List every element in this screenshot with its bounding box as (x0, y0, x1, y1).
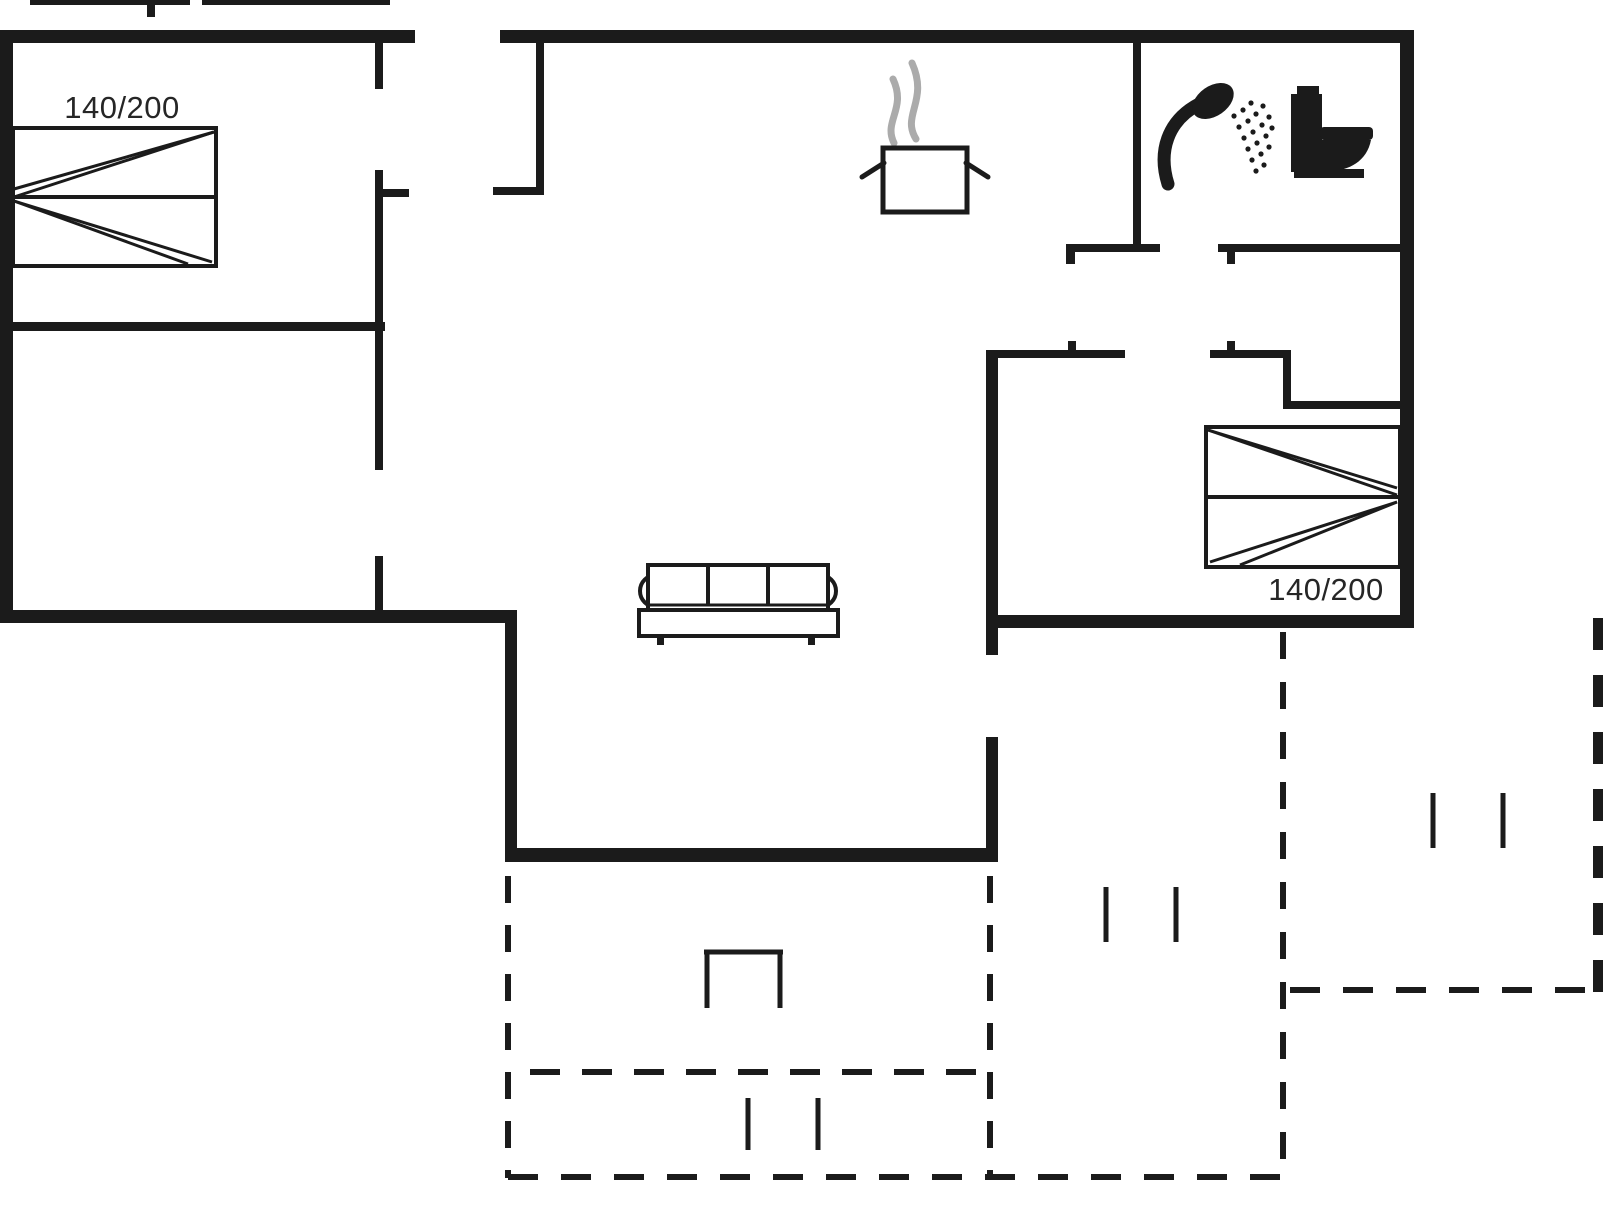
shower-spray-dots (1269, 125, 1275, 131)
bed-left-fold-3 (13, 199, 213, 264)
wall-bedroom2-step-v (1283, 350, 1291, 408)
wall-bath-bottom-a (1066, 244, 1160, 252)
wall-vestibule (536, 43, 544, 195)
shower-spray-dots (1258, 151, 1264, 157)
wall-top-right (500, 30, 1414, 43)
shower-spray-dots (1248, 100, 1254, 106)
pot-handle-right (963, 160, 991, 180)
pot-handle-left (859, 160, 887, 180)
shower-spray-dots (1245, 118, 1251, 124)
shower-spray-dots (1254, 140, 1260, 146)
wall-living-left (505, 610, 517, 862)
toilet-tank-cap (1297, 86, 1319, 96)
sofa-seat-front (637, 608, 840, 638)
top-edge-mark-right (202, 0, 390, 5)
shower-spray-dots (1231, 113, 1237, 119)
toilet-tank (1291, 94, 1322, 172)
top-edge-tick (147, 0, 155, 17)
shower-spray-dots (1250, 129, 1256, 135)
wall-bedroom1-stub (383, 189, 409, 197)
shower-head-icon (1192, 82, 1234, 120)
bed-right-fold-2 (1207, 428, 1398, 497)
shower-spray-dots (1261, 162, 1267, 168)
wall-bath-bottom-a-tick (1066, 244, 1075, 264)
shower-spray-dots (1266, 114, 1272, 120)
shower-spray-dots (1240, 107, 1246, 113)
shower-spray-dots (1253, 111, 1259, 117)
bed-right-fold-4 (1239, 500, 1398, 567)
shower-spray-dots (1259, 122, 1265, 128)
shower-spray-dots (1241, 135, 1247, 141)
bed-left-fold-2 (13, 130, 215, 199)
bed-size-label-right: 140/200 (1268, 572, 1384, 607)
wall-hall-bottom-a-tick (1068, 341, 1076, 351)
bed-size-label-left: 140/200 (64, 90, 180, 125)
wall-bedroom2-step-h (1283, 401, 1414, 409)
wall-left (0, 30, 13, 623)
bed-right-fold-3 (1209, 500, 1398, 564)
shower-spray-dots (1263, 133, 1269, 139)
wall-hall-bottom-a (986, 350, 1125, 358)
wall-bottom-left (0, 610, 517, 623)
wall-right (1400, 30, 1414, 628)
top-edge-mark-left (30, 0, 190, 5)
wall-vestibule-stub (493, 187, 540, 195)
wall-bedroom1-right-b (375, 170, 383, 470)
wall-bottom-right (986, 615, 1414, 628)
wall-bedroom1-right-c (375, 556, 383, 614)
wall-bath-bottom-b-tick (1227, 248, 1235, 264)
sofa-foot-right (808, 636, 815, 645)
shower-spray-dots (1236, 124, 1242, 130)
bed-left-fold-4 (13, 199, 189, 266)
cooking-pot-icon (880, 145, 970, 215)
shower-hose-icon (1157, 97, 1206, 191)
wall-living-right-upper (986, 353, 998, 655)
wall-left-rooms-divider (8, 322, 385, 331)
toilet-base (1294, 169, 1364, 178)
wall-top-left (0, 30, 415, 43)
wall-hall-bottom-b (1210, 350, 1290, 358)
wall-hall-bottom-b-tick (1227, 341, 1235, 351)
shower-spray-dots (1260, 103, 1266, 109)
wall-kitchen-bath (1133, 43, 1141, 249)
steam-icon (887, 75, 901, 147)
shower-spray-dots (1249, 157, 1255, 163)
shower-spray-dots (1266, 144, 1272, 150)
toilet-seat (1320, 127, 1373, 140)
wall-bath-bottom-b (1218, 244, 1414, 252)
shower-spray-dots (1253, 168, 1259, 174)
shower-spray-dots (1245, 146, 1251, 152)
wall-living-right-lower (986, 737, 998, 862)
wall-bedroom1-right-a (375, 43, 383, 89)
steam-icon-2 (908, 59, 922, 143)
sofa-foot-left (657, 636, 664, 645)
wall-living-bottom (505, 848, 998, 862)
toilet-bowl-icon (1320, 140, 1371, 171)
